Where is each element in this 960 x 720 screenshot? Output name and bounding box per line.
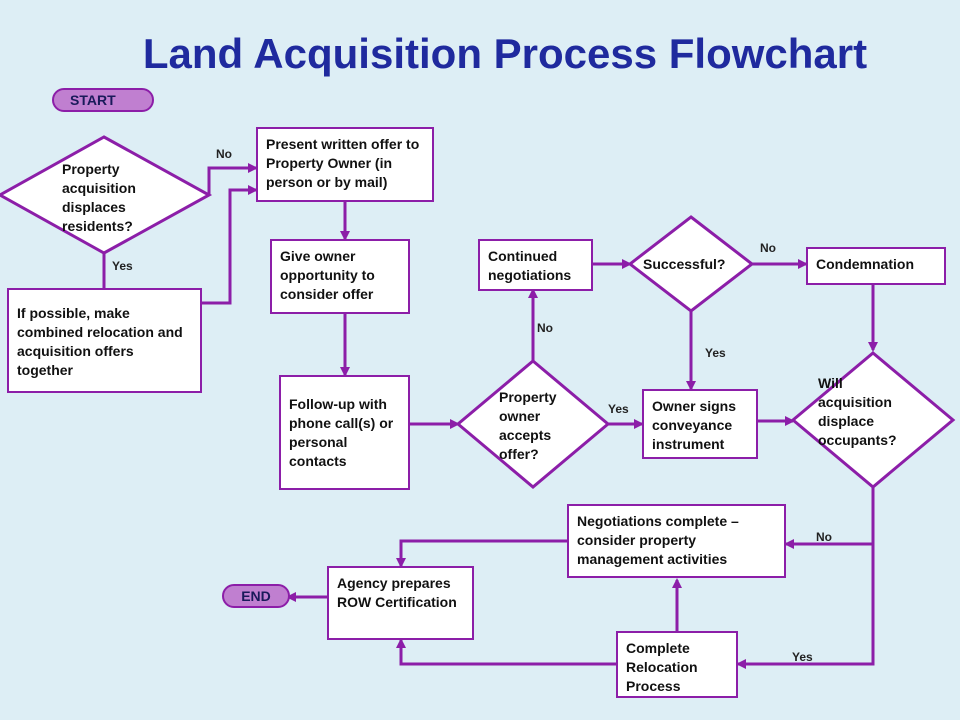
followup-box: Follow-up with phone call(s) or personal… <box>279 375 410 490</box>
combined-offers-box: If possible, make combined relocation an… <box>7 288 202 393</box>
give-opportunity-box: Give owner opportunity to consider offer <box>270 239 410 314</box>
label-no-displaces: No <box>216 147 232 161</box>
label-yes-accepts: Yes <box>608 402 629 416</box>
decision-successful: Successful? <box>643 256 726 272</box>
label-no-accepts: No <box>537 321 553 335</box>
decision-displaces-residents: Property acquisition displaces residents… <box>62 161 136 234</box>
page-title: Land Acquisition Process Flowchart <box>142 30 868 77</box>
negotiations-complete-box: Negotiations complete – consider propert… <box>567 504 786 578</box>
start-terminal: START <box>52 88 154 112</box>
label-yes-displaces: Yes <box>112 259 133 273</box>
connector-relocation-to-agency <box>396 638 616 666</box>
connector-no-to-offer <box>207 163 258 195</box>
label-yes-successful: Yes <box>705 346 726 360</box>
continued-negotiations-box: Continued negotiations <box>478 239 593 291</box>
connector-negcomplete-to-agency <box>396 539 569 568</box>
end-terminal: END <box>222 584 290 608</box>
owner-signs-box: Owner signs conveyance instrument <box>642 389 758 459</box>
decision-displace-occupants: Will acquisition displace occupants? <box>818 375 897 448</box>
complete-relocation-box: Complete Relocation Process <box>616 631 738 698</box>
label-yes-occupants: Yes <box>792 650 813 664</box>
diamond-owner-accepts <box>455 359 611 489</box>
connector-combined-to-offer <box>201 185 258 305</box>
label-no-occupants: No <box>816 530 832 544</box>
connector-occupants-yes <box>736 544 875 669</box>
present-offer-box: Present written offer to Property Owner … <box>256 127 434 202</box>
label-no-successful: No <box>760 241 776 255</box>
condemnation-box: Condemnation <box>806 247 946 285</box>
agency-prepares-box: Agency prepares ROW Certification <box>327 566 474 640</box>
decision-owner-accepts: Property owner accepts offer? <box>499 389 557 462</box>
